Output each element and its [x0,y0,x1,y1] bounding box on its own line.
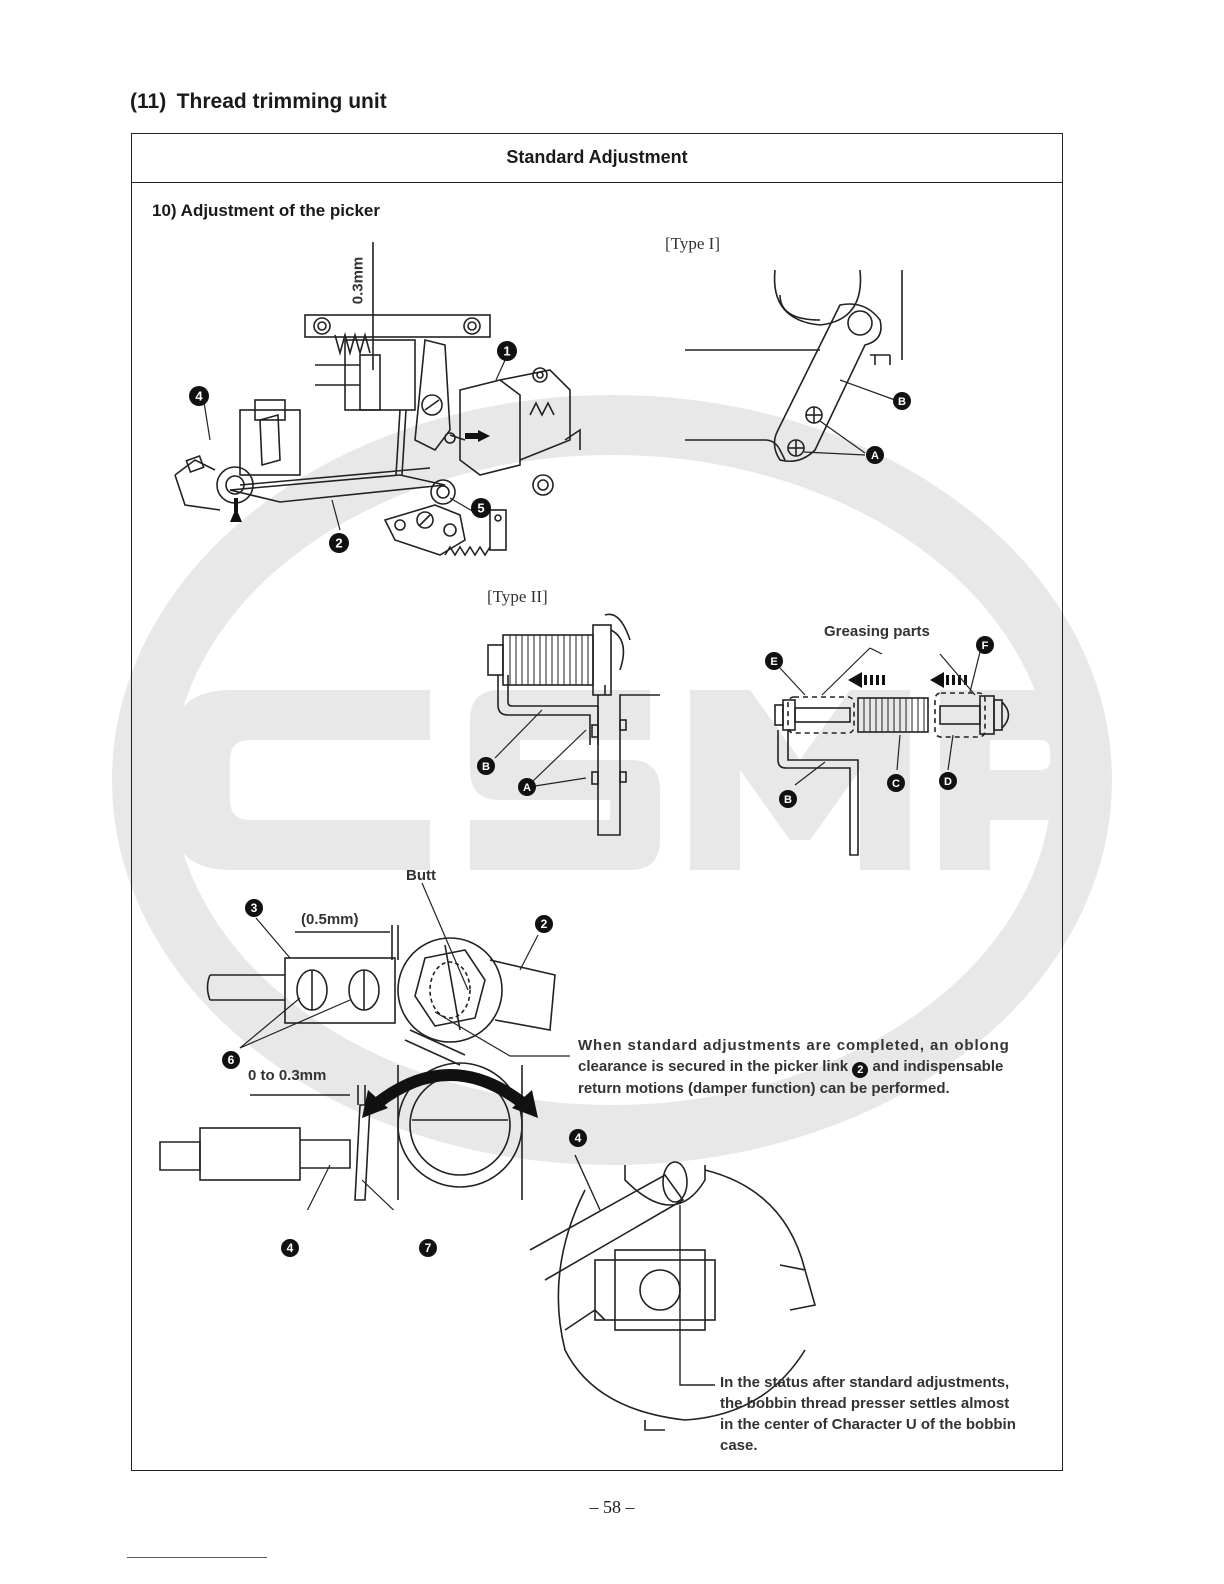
marker-5: 5 [471,498,491,518]
type-2-figure [487,613,660,836]
footer-link-underline[interactable] [127,1557,267,1558]
adjustment-panel [131,133,1063,1471]
note-oblong-line-3: return motions (damper function) can be … [578,1080,950,1097]
marker-B-type1: B [893,392,911,410]
dimension-label-0-to-0-3mm: 0 to 0.3mm [248,1067,327,1084]
marker-A-type2: A [518,778,536,796]
note-oblong-clearance: When standard adjustments are completed,… [578,1035,1050,1099]
type-1-figure [685,269,903,463]
marker-4-bobbin: 4 [569,1129,587,1147]
marker-4-top: 4 [189,386,209,406]
marker-F: F [976,636,994,654]
type-1-label: [Type I] [665,234,720,253]
marker-2-top: 2 [329,533,349,553]
note-bobbin-line-3: in the center of Character U of the bobb… [720,1416,1016,1433]
greasing-figure [774,647,1010,856]
panel-header: Standard Adjustment [131,133,1063,183]
marker-4-top-label: 4 [195,389,203,404]
note-oblong-line-2-pre: clearance is secured in the picker link [578,1058,853,1075]
page-number: – 58 – [589,1497,635,1517]
type-2-label: [Type II] [487,587,548,606]
marker-4-bobbin-label: 4 [575,1131,582,1145]
marker-A-type1-label: A [871,450,879,462]
note-bobbin-line-1: In the status after standard adjustments… [720,1374,1010,1391]
note-oblong-line-2: clearance is secured in the picker link … [578,1056,1050,1078]
bobbin-case-figure [529,1154,817,1431]
marker-6: 6 [222,1051,240,1069]
marker-2-detail-label: 2 [541,917,548,931]
marker-3: 3 [245,899,263,917]
marker-7: 7 [419,1239,437,1257]
marker-2-detail: 2 [535,915,553,933]
subsection-title: 10) Adjustment of the picker [152,201,380,220]
marker-7-label: 7 [425,1241,432,1255]
marker-2-top-label: 2 [335,536,342,551]
marker-4-bottom-label: 4 [287,1241,294,1255]
greasing-parts-label: Greasing parts [824,623,930,640]
marker-E-label: E [770,656,777,668]
dimension-label-0-5mm: (0.5mm) [301,911,359,928]
marker-B-greasing: B [779,790,797,808]
marker-C: C [887,774,905,792]
marker-B-type2: B [477,757,495,775]
note-oblong-line-1: When standard adjustments are completed,… [578,1037,1010,1054]
marker-5-label: 5 [477,501,484,516]
marker-E: E [765,652,783,670]
dimension-label-0-3mm: 0.3mm [349,256,367,305]
marker-C-label: C [892,778,900,790]
marker-D-label: D [944,776,952,788]
note-oblong-line-2-post: and indispensable [868,1058,1004,1075]
marker-B-greasing-label: B [784,794,792,806]
marker-1: 1 [497,341,517,361]
note-bobbin-line-2: the bobbin thread presser settles almost [720,1395,1010,1412]
picker-link-detail-figure [159,882,570,1210]
note-bobbin-presser: In the status after standard adjustments… [720,1372,1060,1456]
marker-4-bottom: 4 [281,1239,299,1257]
marker-2-inline: 2 [852,1062,869,1078]
marker-1-label: 1 [503,344,510,359]
marker-F-label: F [982,640,989,652]
butt-label: Butt [406,867,436,884]
marker-D: D [939,772,957,790]
note-bobbin-line-4: case. [720,1437,758,1454]
marker-B-type1-label: B [898,396,906,408]
marker-A-type2-label: A [523,782,531,794]
section-title: (11) Thread trimming unit [130,90,387,113]
picker-assembly-figure [174,242,581,557]
marker-3-label: 3 [251,901,258,915]
marker-A-type1: A [866,446,884,464]
marker-6-label: 6 [228,1053,235,1067]
marker-B-type2-label: B [482,761,490,773]
